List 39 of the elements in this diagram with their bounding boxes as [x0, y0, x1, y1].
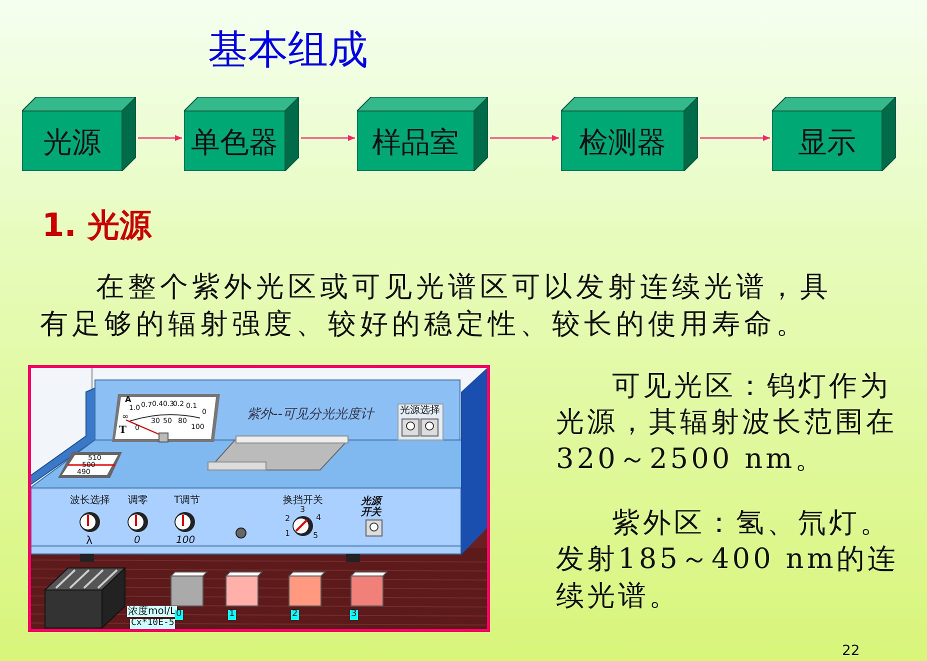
knob-label: 换挡开关: [283, 495, 323, 506]
arrow: [490, 135, 559, 141]
paragraph: 可见光区：钨灯作为光源，其辐射波长范围在320～2500 nm。: [556, 368, 898, 477]
knob-mark: λ: [86, 535, 93, 548]
cuvette-number: 3: [350, 610, 358, 620]
meter-scale-label: ∞: [122, 413, 129, 422]
cuvette-number: 2: [291, 610, 299, 620]
block-label: 显示: [797, 124, 857, 161]
switch-label: 光源开关: [361, 496, 383, 518]
knob-mark: 4: [316, 514, 322, 523]
block-label: 检测器: [578, 124, 667, 161]
instrument-name: 紫外--可见分光光度计: [247, 408, 374, 422]
block-label: 光源: [42, 124, 102, 161]
arrow: [138, 135, 182, 141]
page-number: 22: [842, 644, 860, 660]
meter-scale-label: A: [125, 396, 132, 404]
block-label: 样品室: [371, 124, 460, 161]
knob-mark: 3: [300, 506, 306, 515]
knob-label: T调节: [174, 495, 200, 506]
section-heading: 1. 光源: [42, 208, 152, 244]
slide-title: 基本组成: [208, 26, 368, 75]
knob-mark: 5: [313, 532, 318, 541]
meter-scale-label: T: [119, 425, 126, 436]
concentration-label: 浓度mol/L: [127, 606, 177, 617]
knob-mark: 1: [285, 530, 290, 539]
concentration-label: Cx*10E-5: [130, 619, 176, 629]
knob-mark: 0: [134, 535, 140, 546]
knob-label: 调零: [128, 495, 148, 506]
cuvette-number: 1: [228, 610, 236, 620]
paragraph: 在整个紫外光区或可见光谱区可以发射连续光谱，具有足够的辐射强度、较好的稳定性、较长的使用寿命。: [40, 269, 833, 342]
panel-label: 光源选择: [400, 405, 440, 416]
paragraph: 紫外区：氢、氘灯。发射185～400 nm的连续光谱。: [556, 505, 900, 614]
knob-label: 波长选择: [70, 495, 110, 506]
arrow: [301, 135, 355, 141]
knob-mark: 100: [176, 535, 196, 546]
arrow: [700, 135, 770, 141]
knob-mark: 2: [285, 515, 290, 524]
block-label: 单色器: [190, 124, 279, 161]
cuvette-number: 0: [175, 610, 183, 620]
